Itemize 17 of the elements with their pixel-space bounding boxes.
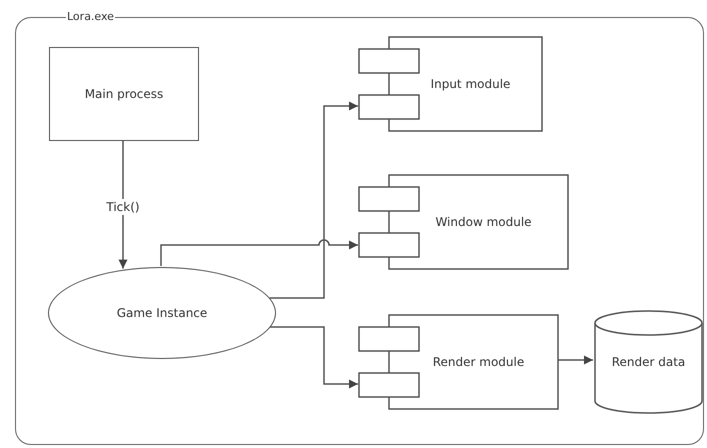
node-label: Render module bbox=[432, 355, 524, 369]
arrow bbox=[557, 356, 593, 364]
node-label: Game Instance bbox=[116, 306, 208, 320]
node-label: Input module bbox=[430, 77, 510, 91]
database-cylinder bbox=[594, 311, 703, 413]
component-box bbox=[359, 175, 568, 269]
arrow bbox=[160, 239, 358, 266]
node-label: Window module bbox=[435, 215, 532, 229]
component-box bbox=[359, 37, 542, 131]
process-box bbox=[49, 47, 199, 141]
node-label: Main process bbox=[84, 87, 164, 101]
edge-label: Tick() bbox=[106, 199, 140, 215]
node-label: Render data bbox=[612, 355, 686, 369]
component-box bbox=[359, 315, 558, 409]
arrow bbox=[268, 326, 358, 388]
arrow bbox=[118, 140, 128, 269]
arrow bbox=[270, 102, 358, 299]
